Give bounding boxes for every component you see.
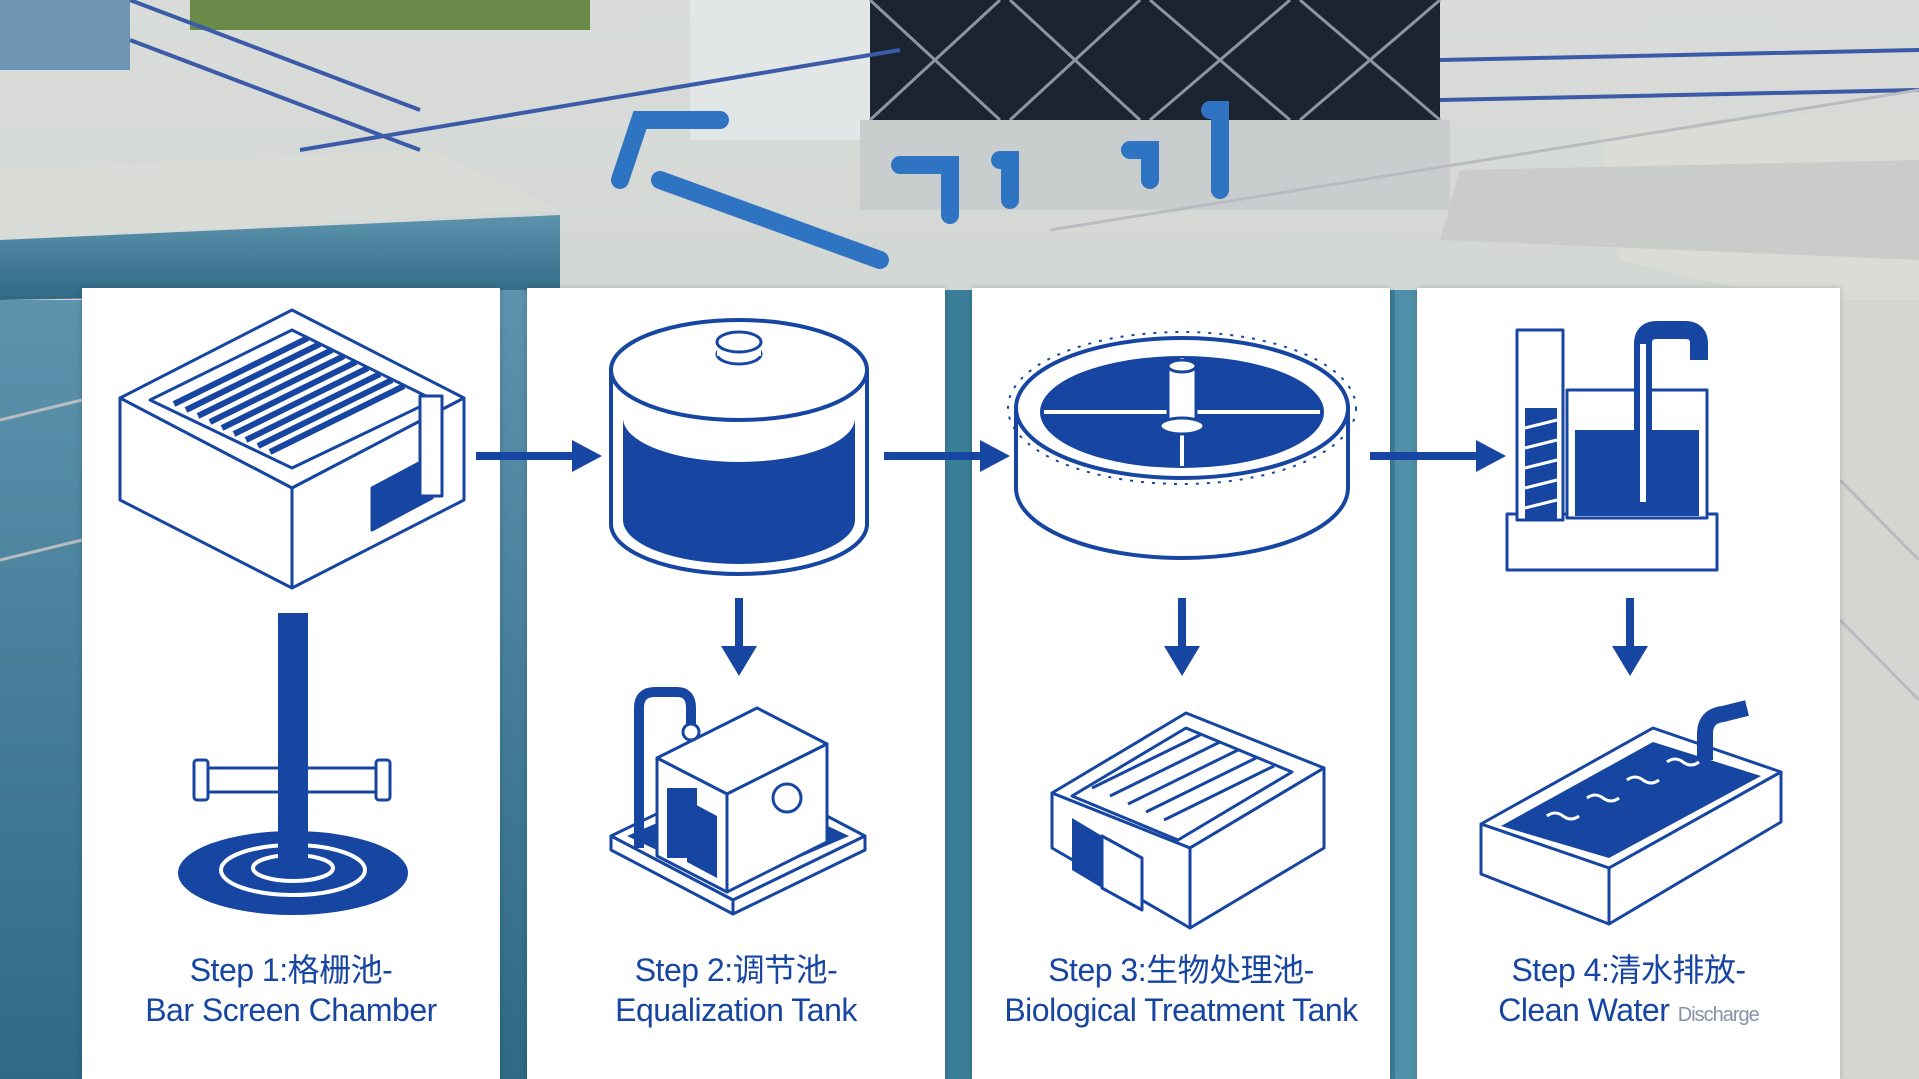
arrow-down-icon xyxy=(721,598,757,676)
step-4-title: Step 4:清水排放- xyxy=(1511,952,1746,988)
arrow-down-icon xyxy=(1612,598,1648,676)
pipe-outlet-icon xyxy=(178,613,408,915)
arrow-right-icon xyxy=(884,440,1010,472)
step-2-subtitle: Equalization Tank xyxy=(615,992,857,1028)
step-3-subtitle: Biological Treatment Tank xyxy=(1004,992,1358,1028)
clarifier-tank-icon xyxy=(1007,331,1357,560)
step-4-subtitle: Clean Water Discharge xyxy=(1417,990,1840,1035)
step-2-title: Step 2:调节池- xyxy=(634,952,838,988)
step-4-subtitle-main: Clean Water xyxy=(1498,992,1670,1028)
arrow-right-icon xyxy=(476,440,602,472)
step-1-caption: Step 1:格栅池- Bar Screen Chamber xyxy=(82,950,500,1030)
step-4-caption: Step 4:清水排放- Clean Water Discharge xyxy=(1417,950,1840,1035)
step-card-1: Step 1:格栅池- Bar Screen Chamber xyxy=(82,288,500,1079)
equalization-tank-icon xyxy=(609,318,869,576)
arrow-right-icon xyxy=(1370,440,1506,472)
step-1-subtitle: Bar Screen Chamber xyxy=(145,992,437,1028)
step-card-2: Step 2:调节池- Equalization Tank xyxy=(527,288,945,1079)
step-card-3: Step 3:生物处理池- Biological Treatment Tank xyxy=(972,288,1390,1079)
step-3-caption: Step 3:生物处理池- Biological Treatment Tank xyxy=(972,950,1390,1030)
biofilter-module-icon xyxy=(1050,711,1326,930)
discharge-basin-icon xyxy=(1479,700,1783,926)
pump-unit-icon xyxy=(609,687,867,916)
step-3-title: Step 3:生物处理池- xyxy=(1048,952,1314,988)
step-card-4: Step 4:清水排放- Clean Water Discharge xyxy=(1417,288,1840,1079)
step-1-title: Step 1:格栅池- xyxy=(189,952,393,988)
step-2-caption: Step 2:调节池- Equalization Tank xyxy=(527,950,945,1030)
bar-screen-chamber-icon xyxy=(118,308,466,590)
clean-water-tank-icon xyxy=(1505,321,1719,572)
step-4-subtitle-tail: Discharge xyxy=(1677,1004,1760,1026)
arrow-down-icon xyxy=(1164,598,1200,676)
